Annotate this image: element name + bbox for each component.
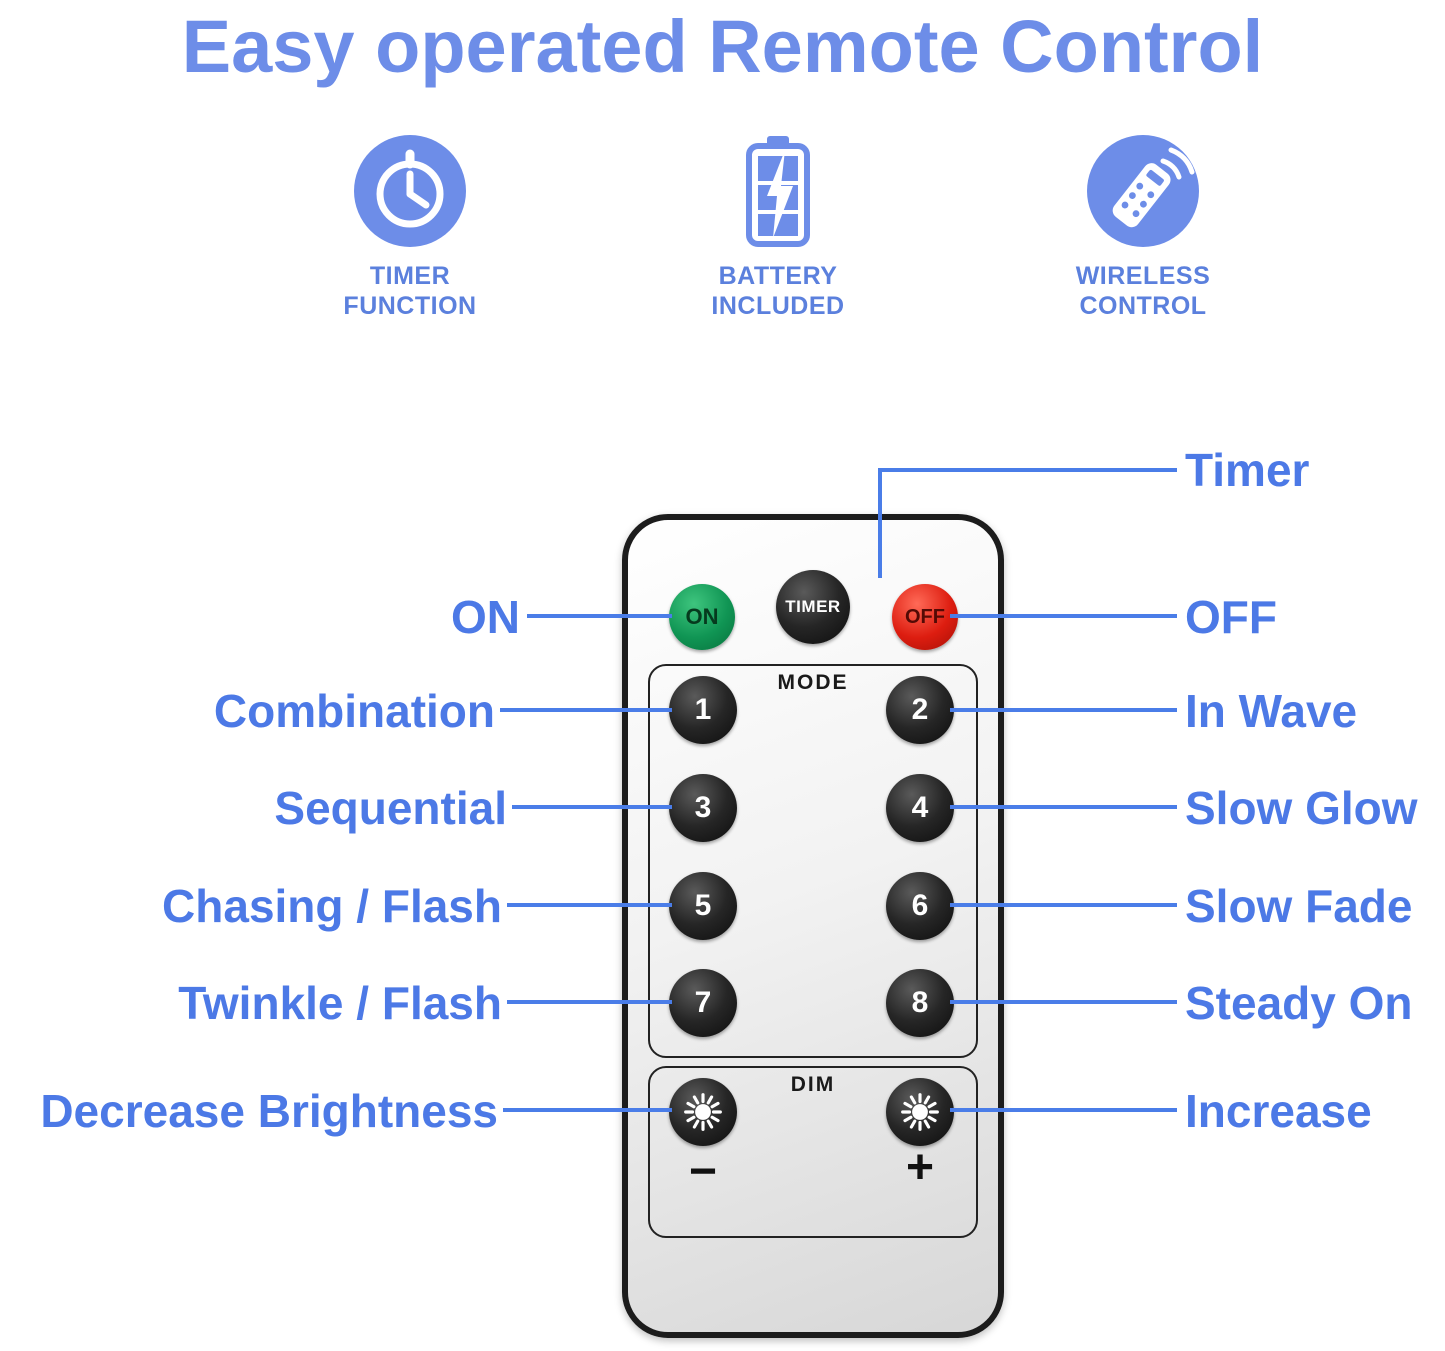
callout-on: ON: [451, 591, 520, 643]
callout-decrease-brightness: Decrease Brightness: [40, 1085, 498, 1137]
callout-line-chasing: [507, 903, 672, 907]
callout-sequential: Sequential: [274, 782, 507, 834]
callout-timer: Timer: [1185, 444, 1310, 496]
on-button-label: ON: [685, 604, 719, 629]
mode-button-3-label: 3: [694, 791, 712, 824]
battery-icon-wrap: [658, 130, 898, 252]
mode-button-6-label: 6: [911, 889, 929, 922]
feature-timer-function: TIMER FUNCTION: [290, 130, 530, 321]
dim-plus-label: +: [905, 1141, 935, 1194]
callout-line-increase: [950, 1108, 1177, 1112]
off-button-label: OFF: [905, 605, 945, 628]
mode-button-5-label: 5: [694, 889, 712, 922]
mode-button-7[interactable]: 7: [669, 969, 737, 1037]
callout-line-decrease: [503, 1108, 672, 1112]
feature-label: BATTERY INCLUDED: [658, 262, 898, 321]
off-button[interactable]: OFF: [892, 584, 958, 650]
feature-label-line1: BATTERY: [718, 262, 838, 290]
callout-combination: Combination: [213, 685, 495, 737]
callout-line-off: [950, 614, 1177, 618]
mode-button-1-label: 1: [694, 693, 712, 726]
mode-label: MODE: [777, 671, 849, 694]
callout-line-steady-on: [950, 1000, 1177, 1004]
clock-icon-wrap: [290, 130, 530, 252]
feature-battery-included: BATTERY INCLUDED: [658, 130, 898, 321]
dim-increase-button[interactable]: [886, 1078, 954, 1146]
mode-button-5[interactable]: 5: [669, 872, 737, 940]
battery-icon: [746, 136, 810, 247]
page-title: Easy operated Remote Control: [181, 5, 1264, 88]
callout-chasing-flash: Chasing / Flash: [162, 880, 502, 932]
feature-label-line1: WIRELESS: [1075, 262, 1211, 290]
mode-button-4[interactable]: 4: [886, 774, 954, 842]
feature-label-line2: INCLUDED: [711, 291, 845, 320]
callout-line-timer-vertical: [878, 468, 882, 578]
mode-button-6[interactable]: 6: [886, 872, 954, 940]
mode-button-8-label: 8: [911, 986, 929, 1019]
callout-line-slow-glow: [950, 805, 1177, 809]
sun-icon: [901, 1093, 939, 1131]
timer-button[interactable]: TIMER: [776, 570, 850, 644]
callout-slow-glow: Slow Glow: [1185, 782, 1418, 834]
feature-wireless-control: WIRELESS CONTROL: [1023, 130, 1263, 321]
mode-button-2[interactable]: 2: [886, 676, 954, 744]
callout-off: OFF: [1185, 591, 1277, 643]
feature-label: TIMER FUNCTION: [290, 262, 530, 321]
wireless-icon-wrap: [1023, 130, 1263, 252]
mode-button-3[interactable]: 3: [669, 774, 737, 842]
sun-icon: [684, 1093, 722, 1131]
feature-label-line2: CONTROL: [1079, 291, 1207, 320]
feature-label-line1: TIMER: [369, 262, 451, 290]
feature-label: WIRELESS CONTROL: [1023, 262, 1263, 321]
mode-panel: MODE: [648, 664, 978, 1058]
callout-slow-fade: Slow Fade: [1185, 880, 1413, 932]
dim-label: DIM: [790, 1073, 836, 1096]
feature-label-line2: FUNCTION: [343, 291, 477, 320]
mode-button-1[interactable]: 1: [669, 676, 737, 744]
on-button[interactable]: ON: [669, 584, 735, 650]
callout-line-sequential: [512, 805, 672, 809]
remote-control: ON TIMER OFF MODE 1 2 3 4 5 6 7 8 DIM: [622, 514, 1004, 1338]
clock-icon: [354, 135, 466, 247]
callout-line-combination: [500, 708, 672, 712]
callout-line-timer: [878, 468, 1177, 472]
callout-in-wave: In Wave: [1185, 685, 1358, 737]
dim-minus-label: −: [688, 1145, 718, 1198]
callout-line-on: [527, 614, 672, 618]
dim-panel: DIM: [648, 1066, 978, 1238]
callout-line-in-wave: [950, 708, 1177, 712]
mode-button-2-label: 2: [911, 693, 929, 726]
callout-twinkle-flash: Twinkle / Flash: [178, 977, 502, 1029]
dim-decrease-button[interactable]: [669, 1078, 737, 1146]
callout-line-twinkle: [507, 1000, 672, 1004]
callout-increase: Increase: [1185, 1085, 1372, 1137]
callout-steady-on: Steady On: [1185, 977, 1413, 1029]
wireless-remote-icon: [1087, 135, 1199, 247]
mode-button-4-label: 4: [911, 791, 929, 824]
timer-button-label: TIMER: [785, 597, 841, 616]
mode-button-7-label: 7: [694, 986, 712, 1019]
mode-button-8[interactable]: 8: [886, 969, 954, 1037]
callout-line-slow-fade: [950, 903, 1177, 907]
